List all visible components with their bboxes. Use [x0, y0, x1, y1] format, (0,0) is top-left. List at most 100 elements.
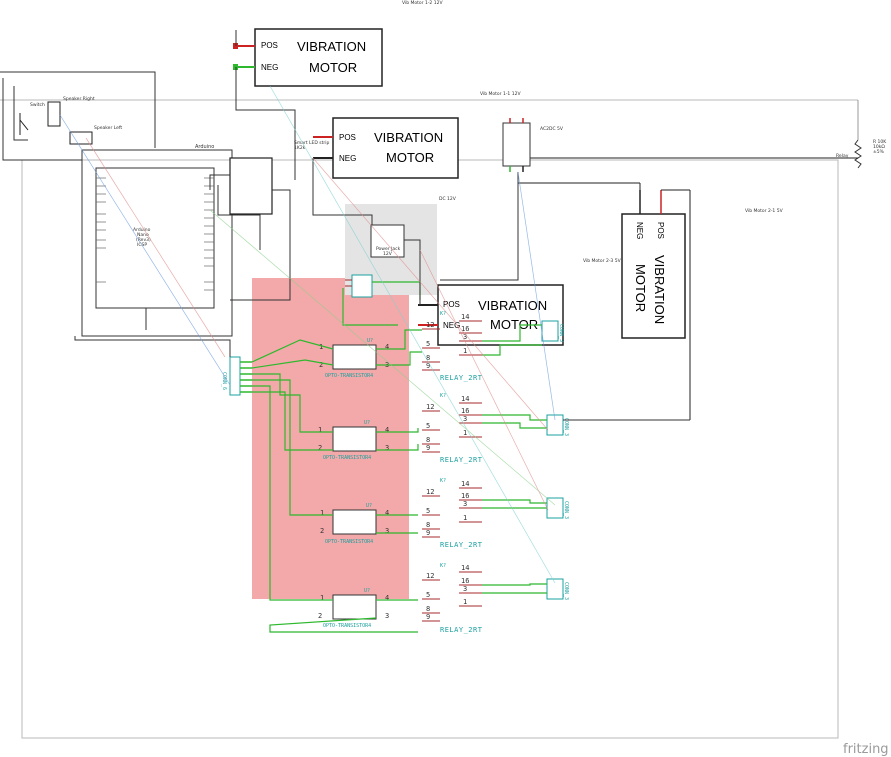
motor-4-pos: POS	[656, 222, 665, 239]
relay-1-p1: 1	[463, 347, 467, 355]
relay-3-p14: 14	[461, 480, 469, 488]
opto-3-p4: 4	[385, 509, 389, 517]
opto-1[interactable]: U? OPTO-TRANSISTOR4 1 2 4 3	[319, 338, 389, 379]
relay-1-p5: 5	[426, 340, 430, 348]
vibration-motor-2[interactable]: POS NEG VIBRATION MOTOR	[332, 117, 459, 179]
relay-4-p3: 3	[463, 585, 467, 593]
relay-3-p1: 1	[463, 514, 467, 522]
dc12-label: DC 12V	[439, 196, 457, 202]
arduino-board[interactable]: Arduino Arduino Nano (Rev3) ICSP	[81, 144, 233, 337]
relay-4-p1: 1	[463, 598, 467, 606]
relay-3-p8: 8	[426, 521, 430, 529]
relay-1-p12: 12	[426, 321, 434, 329]
opto-4-p2: 2	[318, 612, 322, 620]
relay-3-p12: 12	[426, 488, 434, 496]
motor-1-neg: NEG	[261, 63, 278, 72]
opto-4-name: OPTO-TRANSISTOR4	[323, 623, 371, 629]
motor-2-title-1: VIBRATION	[374, 130, 443, 145]
relay-2-p16: 16	[461, 407, 469, 415]
relay-3-p9: 9	[426, 529, 430, 537]
speaker-left-label: Speaker Left	[94, 125, 122, 131]
ac2dc-module[interactable]: AC2DC 5V	[502, 118, 564, 172]
vibration-motor-1[interactable]: POS NEG VIBRATION MOTOR	[254, 28, 383, 87]
opto-3-name: OPTO-TRANSISTOR4	[325, 539, 373, 545]
relay-2-p12: 12	[426, 403, 434, 411]
motor-3-neg: NEG	[443, 321, 460, 330]
opto-1-p1: 1	[319, 343, 323, 351]
fritzing-logo: fritzing	[843, 742, 889, 757]
resistor-tolerance: ±5%	[873, 149, 885, 155]
relay-2-k: K?	[440, 393, 446, 399]
conn6-header[interactable]: CONN_6	[221, 356, 241, 396]
conn3-1-label: CONN_3	[558, 324, 564, 342]
relay-4-k: K?	[440, 563, 446, 569]
power-jack[interactable]: Power Jack 12V DC 12V	[370, 196, 457, 258]
speaker-right[interactable]: Speaker Right	[47, 96, 95, 127]
opto-4-ref: U?	[364, 588, 370, 594]
opto-1-p4: 4	[385, 343, 389, 351]
opto-4-p1: 1	[320, 594, 324, 602]
opto-3-p1: 1	[320, 509, 324, 517]
motor-2-neg: NEG	[339, 154, 356, 163]
motor-2-title-2: MOTOR	[386, 150, 434, 165]
motor-3-pos: POS	[443, 300, 460, 309]
relay-4-p8: 8	[426, 605, 430, 613]
conn3-header-4[interactable]: CONN_3	[546, 578, 569, 600]
relay-1-p8: 8	[426, 354, 430, 362]
motor-3-title-1: VIBRATION	[478, 298, 547, 313]
opto-2-ref: U?	[364, 420, 370, 426]
switch[interactable]: Switch	[19, 102, 45, 135]
ac2dc-label: AC2DC 5V	[540, 126, 564, 132]
relay-4-p5: 5	[426, 591, 430, 599]
motor-1-title-2: MOTOR	[309, 60, 357, 75]
smart-led-label-2: 1K2k	[294, 145, 306, 151]
arduino-chip-3: (Rev3)	[136, 237, 151, 243]
smart-led-module[interactable]	[229, 157, 273, 215]
relay-3-p5: 5	[426, 507, 430, 515]
motor-4-title-1: VIBRATION	[652, 255, 667, 324]
vib-motor-2-1-label: Vib Motor 2-1 5V	[745, 208, 784, 214]
smart-led-label: Smart LED strip	[294, 140, 329, 146]
power-jack-label-2: 12V	[383, 251, 393, 257]
relay-2-p3: 3	[463, 415, 467, 423]
relay-4-p12: 12	[426, 572, 434, 580]
relay-4-p9: 9	[426, 613, 430, 621]
relay-2-p5: 5	[426, 422, 430, 430]
relay-2[interactable]: K? 14 12 16 3 5 1 8 9 RELAY_2RT	[426, 393, 483, 464]
relay-1-p3: 3	[463, 333, 467, 341]
relay-1[interactable]: K? 14 12 16 3 5 1 8 9 RELAY_2RT	[426, 311, 483, 382]
relay-3[interactable]: K? 14 12 16 3 5 1 8 9 RELAY_2RT	[426, 478, 483, 549]
relay-4[interactable]: K? 14 12 16 3 5 1 8 9 RELAY_2RT	[426, 563, 483, 634]
opto-2-p2: 2	[318, 444, 322, 452]
conn-small[interactable]	[345, 274, 373, 298]
opto-3[interactable]: U? OPTO-TRANSISTOR4 1 2 4 3	[320, 503, 389, 545]
conn3-header-1[interactable]: CONN_3	[541, 320, 564, 342]
motor-3-title-2: MOTOR	[490, 317, 538, 332]
relay-2-p1: 1	[463, 429, 467, 437]
relay-4-name: RELAY_2RT	[440, 626, 483, 634]
relay-1-p14: 14	[461, 313, 469, 321]
conn6-label: CONN_6	[221, 372, 227, 390]
relay-label: Relay	[836, 153, 849, 159]
opto-4-p4: 4	[385, 594, 389, 602]
vibration-motor-3[interactable]: POS NEG VIBRATION MOTOR	[437, 284, 564, 346]
opto-1-p2: 2	[319, 361, 323, 369]
conn3-header-2[interactable]: CONN_3	[546, 414, 569, 436]
opto-2-name: OPTO-TRANSISTOR4	[323, 455, 371, 461]
opto-2[interactable]: U? OPTO-TRANSISTOR4 1 2 4 3	[318, 420, 389, 461]
opto-4[interactable]: U? OPTO-TRANSISTOR4 1 2 4 3	[318, 588, 389, 629]
motor-1-title-1: VIBRATION	[297, 39, 366, 54]
speaker-left[interactable]: Speaker Left	[69, 125, 122, 145]
relay-3-p3: 3	[463, 500, 467, 508]
vibration-motor-4[interactable]: NEG POS VIBRATION MOTOR	[621, 213, 686, 339]
opto-3-p2: 2	[320, 527, 324, 535]
opto-2-p3: 3	[385, 444, 389, 452]
resistor-10k[interactable]: R 10K 10kΩ ±5%	[854, 139, 887, 169]
speaker-right-label: Speaker Right	[63, 96, 95, 102]
opto-3-p3: 3	[385, 527, 389, 535]
relay-1-p9: 9	[426, 362, 430, 370]
opto-4-p3: 3	[385, 612, 389, 620]
arduino-chip: Arduino	[133, 227, 151, 233]
conn3-2-label: CONN_3	[563, 418, 569, 436]
